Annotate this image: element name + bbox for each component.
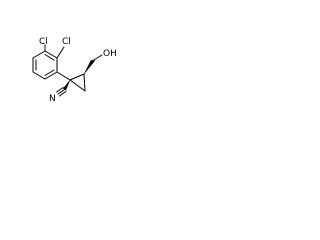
bond-ring-to-cyclopropane (56, 71, 71, 81)
wedge-bond-hydroxymethyl (83, 60, 96, 75)
ring-double-bond-3 (44, 69, 55, 76)
bond-ring-cl-top (56, 46, 65, 59)
cyclopropane-bond-3 (69, 79, 86, 92)
nitrile-bond-line-3 (58, 91, 67, 97)
ring-bond-1 (44, 50, 58, 59)
nitrile-triple-bond (56, 87, 67, 97)
ring-bond-5 (44, 71, 58, 80)
benzene-ring (32, 50, 58, 80)
cyclopropane-bond-2 (83, 73, 86, 92)
ring-double-bond-1 (44, 54, 55, 61)
ring-bond-4 (32, 71, 46, 80)
atom-label-hydroxyl: OH (103, 49, 117, 59)
atom-label-nitrile-n: N (49, 94, 56, 104)
nitrile-bond-line-1 (57, 89, 65, 95)
structure-canvas: Cl Cl OH N (0, 0, 152, 152)
molecule-diagram: Cl Cl OH N (32, 37, 117, 104)
atom-label-cl-top: Cl (62, 37, 71, 47)
cyclopropane-bond-1 (69, 73, 85, 81)
nitrile-bond-line-2 (56, 87, 64, 93)
ring-bond-2 (32, 50, 46, 59)
atom-label-cl-left: Cl (39, 37, 48, 47)
cyclopropane-ring (69, 73, 86, 92)
bond-ch2-oh (92, 54, 103, 61)
wedge-bond-nitrile (63, 79, 71, 91)
